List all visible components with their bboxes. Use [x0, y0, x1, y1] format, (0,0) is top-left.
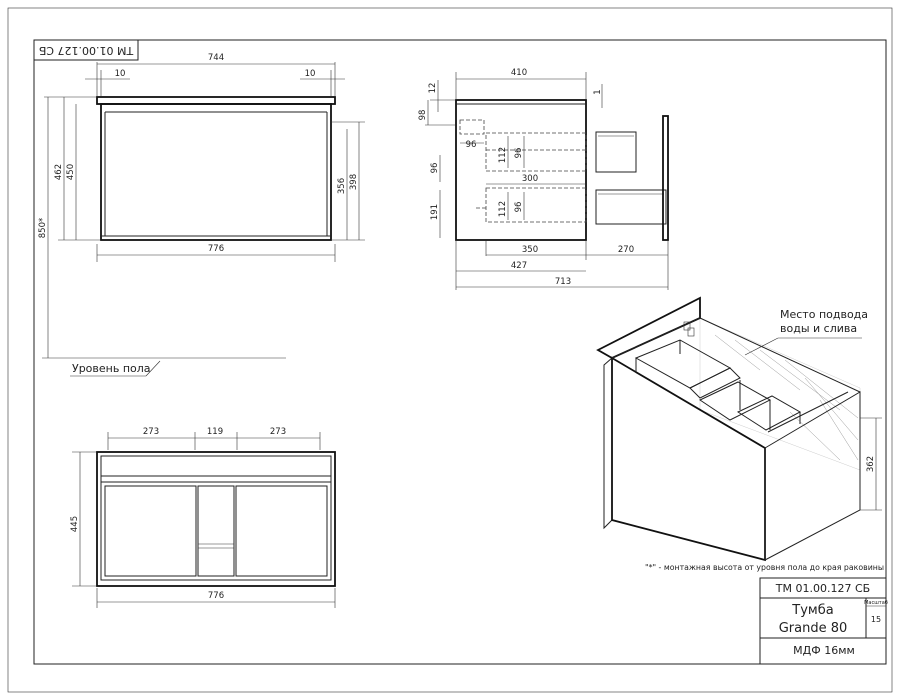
dim-445: 445 — [70, 516, 80, 532]
callout-label-2: воды и слива — [780, 322, 857, 335]
dim-300: 300 — [522, 174, 538, 184]
scale-value: 15 — [871, 615, 881, 624]
front-view: 744 10 10 776 462 450 850* 356 398 Урове… — [38, 53, 365, 377]
material: МДФ 16мм — [793, 644, 855, 657]
dim-98: 98 — [418, 110, 428, 121]
title-name-1: Тумба — [791, 603, 833, 618]
plan-view: 273 119 273 445 776 — [70, 427, 336, 608]
dim-96-left: 96 — [430, 163, 440, 174]
dim-96-upper: 96 — [514, 148, 524, 159]
dim-96-horiz: 96 — [466, 140, 477, 150]
dim-356: 356 — [337, 178, 347, 194]
footnote: "*" - монтажная высота от уровня пола до… — [645, 563, 884, 572]
callout-label-1: Место подвода — [780, 308, 868, 321]
title-block: ТМ 01.00.127 СБ Тумба Grande 80 Масштаб … — [759, 577, 888, 665]
dim-462: 462 — [54, 164, 64, 180]
dim-776-plan: 776 — [208, 591, 224, 601]
inner-frame — [33, 39, 887, 665]
dim-776-front: 776 — [208, 244, 224, 254]
dim-362: 362 — [866, 456, 876, 472]
dim-10-right: 10 — [305, 69, 316, 79]
title-code: ТМ 01.00.127 СБ — [775, 582, 870, 595]
isometric-view: 362 Место подвода воды и слива — [596, 296, 882, 562]
dim-350: 350 — [522, 245, 538, 255]
dim-112-upper: 112 — [498, 147, 508, 163]
dim-427: 427 — [511, 261, 527, 271]
dim-273-left: 273 — [143, 427, 159, 437]
dim-12: 12 — [428, 83, 438, 94]
dim-270: 270 — [618, 245, 634, 255]
dim-410: 410 — [511, 68, 527, 78]
dim-1: 1 — [593, 89, 603, 94]
dim-191: 191 — [430, 204, 440, 220]
dim-744: 744 — [208, 53, 224, 63]
top-stamp-text: ТМ 01.00.127 СБ — [39, 44, 134, 57]
dim-119: 119 — [207, 427, 223, 437]
dim-10-left: 10 — [115, 69, 126, 79]
dim-398: 398 — [349, 174, 359, 190]
top-stamp: ТМ 01.00.127 СБ — [33, 39, 139, 61]
dim-273-right: 273 — [270, 427, 286, 437]
floor-label: Уровень пола — [72, 362, 151, 375]
dim-112-lower: 112 — [498, 201, 508, 217]
dim-713: 713 — [555, 277, 571, 287]
outer-frame — [7, 7, 893, 693]
dim-450: 450 — [66, 164, 76, 180]
dim-96-lower: 96 — [514, 202, 524, 213]
title-name-2: Grande 80 — [779, 621, 848, 636]
dim-850: 850* — [38, 218, 48, 238]
side-view: 410 12 1 98 96 191 96 112 96 300 112 96 … — [418, 68, 669, 290]
scale-label: Масштаб — [864, 600, 888, 606]
